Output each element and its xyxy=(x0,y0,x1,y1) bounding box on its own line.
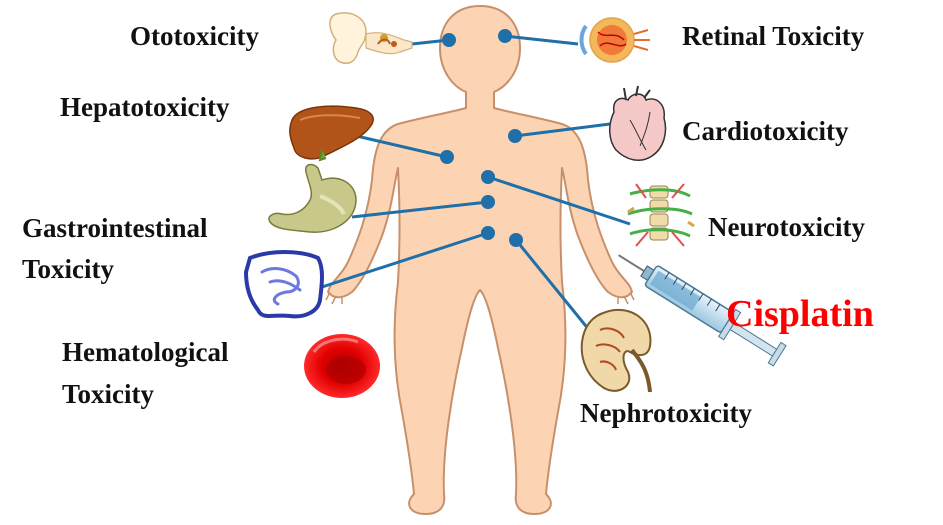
liver-icon xyxy=(290,106,373,160)
label-hematological-line1: Hematological xyxy=(62,336,228,368)
human-body-silhouette xyxy=(328,6,632,514)
label-retinal-toxicity: Retinal Toxicity xyxy=(682,20,864,52)
spine-nerves-icon xyxy=(628,184,694,246)
label-hematological-line2: Toxicity xyxy=(62,378,154,410)
label-ototoxicity: Ototoxicity xyxy=(130,20,259,52)
intestine-icon xyxy=(246,252,322,316)
label-gastrointestinal-line1: Gastrointestinal xyxy=(22,212,208,244)
ear-icon xyxy=(330,13,412,63)
label-nephrotoxicity: Nephrotoxicity xyxy=(580,397,752,429)
label-hepatotoxicity: Hepatotoxicity xyxy=(60,91,229,123)
label-cardiotoxicity: Cardiotoxicity xyxy=(682,115,848,147)
heart-icon xyxy=(610,86,666,160)
label-neurotoxicity: Neurotoxicity xyxy=(708,211,865,243)
stomach-icon xyxy=(269,165,356,233)
red-blood-cell-icon xyxy=(304,334,380,398)
eye-icon xyxy=(582,18,651,62)
label-gastrointestinal-line2: Toxicity xyxy=(22,253,114,285)
label-cisplatin: Cisplatin xyxy=(726,295,874,333)
kidney-icon xyxy=(582,310,651,392)
